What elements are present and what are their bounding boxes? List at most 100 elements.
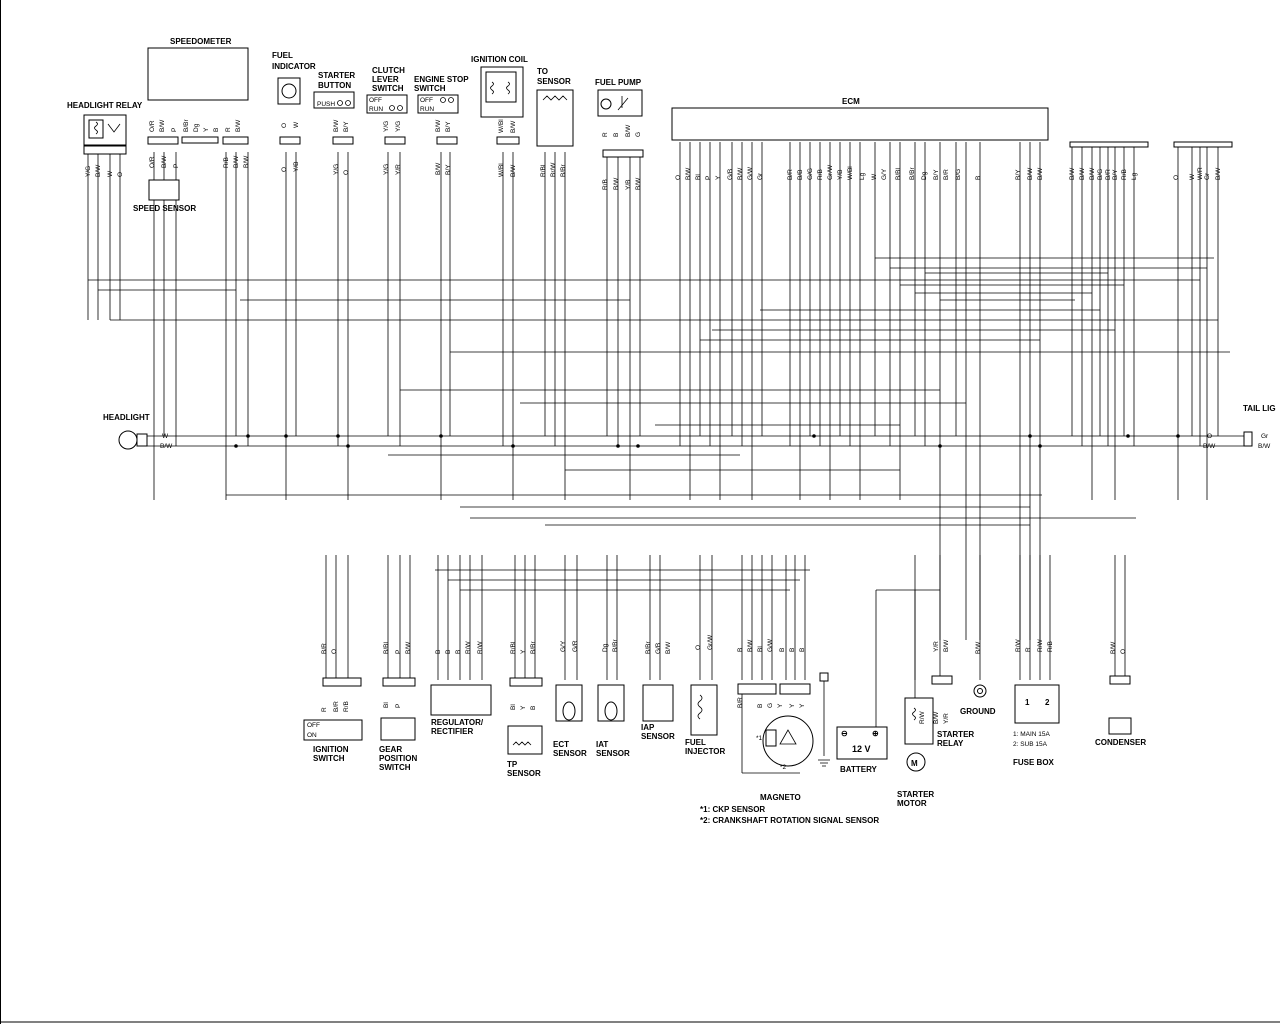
wire-code-label: O xyxy=(695,645,702,650)
wire-code-label: B/Br xyxy=(560,164,567,177)
wire-code-label: G/B xyxy=(727,169,734,180)
engine-stop-connector xyxy=(436,136,458,145)
to-sensor-box xyxy=(536,89,574,147)
wire-code-label: R/B xyxy=(817,169,824,180)
wire-code-label: W xyxy=(871,173,878,180)
starter-motor-icon xyxy=(906,752,926,772)
wire-code-label: B/Bl xyxy=(383,642,390,654)
speedometer-label: SPEEDOMETER xyxy=(170,37,232,46)
starter-motor-label-2: MOTOR xyxy=(897,799,927,808)
wire-code-label: B/W xyxy=(685,167,692,180)
wire-code-label: Gr xyxy=(1204,172,1211,180)
wire-code-label: Y xyxy=(789,703,796,708)
wire-code-label: Bl xyxy=(383,702,390,708)
fuel-pump-connector xyxy=(602,149,644,158)
to-sensor-label-1: TO xyxy=(537,67,548,76)
starter-button: STARTER BUTTON PUSH xyxy=(313,71,355,145)
engine-stop-contact-icon xyxy=(448,97,454,103)
wire-code-label: O xyxy=(675,175,682,180)
wire-code-label: B xyxy=(789,648,796,652)
wire-code-label: B/Y xyxy=(1015,169,1022,180)
fuel-indicator-label-2: INDICATOR xyxy=(272,62,316,71)
magneto-label: MAGNETO xyxy=(760,793,801,802)
starter-button-push: PUSH xyxy=(317,101,335,108)
wire-code-label: B xyxy=(613,133,620,137)
wire-code-label: P xyxy=(173,164,180,168)
wire-code-label: B/W xyxy=(625,124,632,137)
wire-code-label: B/Y xyxy=(445,164,452,175)
wire-code-label: B/W xyxy=(510,120,517,133)
wire-code-label: Y xyxy=(203,127,210,132)
magneto-mark-2: *2 xyxy=(780,764,787,771)
clutch-contact-icon xyxy=(389,105,395,111)
wire-junction xyxy=(1126,434,1130,438)
wire-code-label: Y xyxy=(520,705,527,710)
wire-code-label: W xyxy=(107,170,114,177)
to-sensor-resistor-icon xyxy=(542,95,568,101)
iat-sensor-label-2: SENSOR xyxy=(596,749,630,758)
ect-sensor-label-2: SENSOR xyxy=(553,749,587,758)
wire-code-label: G xyxy=(767,703,774,708)
ecm-connector-right2 xyxy=(1173,141,1233,148)
fuse-note-2: 2: SUB 15A xyxy=(1013,741,1048,748)
wire-code-label: O xyxy=(1173,175,1180,180)
wire-code-label: R/B xyxy=(223,157,230,168)
wire-code-label: B xyxy=(737,648,744,652)
starter-contact-icon xyxy=(337,100,343,106)
regulator-rectifier: REGULATOR/ RECTIFIER xyxy=(430,684,492,736)
starter-button-label-2: BUTTON xyxy=(318,81,351,90)
wire-code-label: O xyxy=(281,123,288,128)
ignition-coil-connector xyxy=(496,136,520,145)
wire-code-label: B xyxy=(975,176,982,180)
wire-code-label: B/W xyxy=(1089,167,1096,180)
wire-code-label: B/W xyxy=(243,155,250,168)
battery-voltage: 12 V xyxy=(852,744,871,754)
wire-code-label: R/Bl xyxy=(540,164,547,177)
wire-code-label: W xyxy=(162,433,169,440)
tp-sensor-label-2: SENSOR xyxy=(507,769,541,778)
starter-relay-box xyxy=(904,697,934,745)
coil-secondary-icon xyxy=(506,81,510,95)
iap-sensor-label-2: SENSOR xyxy=(641,732,675,741)
ground-terminal-inner-icon xyxy=(977,688,983,694)
wire-junction xyxy=(812,434,816,438)
clutch-label-1: CLUTCH xyxy=(372,66,405,75)
wire-code-label: O xyxy=(1207,433,1212,440)
relay-coil-icon xyxy=(88,119,104,139)
tp-sensor-connector xyxy=(509,677,543,687)
fuel-indicator-lamp-icon xyxy=(281,83,297,99)
wire-code-label: G xyxy=(635,132,642,137)
ect-sensor-label-1: ECT xyxy=(553,740,569,749)
tail-light-connector xyxy=(1243,431,1253,447)
wire-code-label: B/R xyxy=(333,701,340,712)
wire-code-label: B/R xyxy=(321,643,328,654)
fuse-note-1: 1: MAIN 15A xyxy=(1013,731,1051,738)
wire-code-label: R xyxy=(225,127,232,132)
regulator-label-1: REGULATOR/ xyxy=(431,718,484,727)
wire-code-label: Lg xyxy=(859,172,866,180)
wire-code-label: Y/R xyxy=(933,641,940,652)
wire-code-label: W/R xyxy=(1197,167,1204,180)
starter-relay-label-2: RELAY xyxy=(937,739,964,748)
wire-code-label: Bl xyxy=(757,646,764,652)
fuse-number-1: 1 xyxy=(1025,698,1030,707)
fuse-box: 1 2 1: MAIN 15A 2: SUB 15A FUSE BOX xyxy=(1013,684,1060,767)
wire-code-label: G/Y xyxy=(881,168,888,180)
fuel-injector-label-2: INJECTOR xyxy=(685,747,726,756)
tp-sensor-resistor-icon xyxy=(512,741,532,746)
starter-button-label-1: STARTER xyxy=(318,71,355,80)
coil-primary-icon xyxy=(490,81,494,95)
fuse-box-label: FUSE BOX xyxy=(1013,758,1055,767)
ecm-label: ECM xyxy=(842,97,860,106)
wire-code-label: Gr/W xyxy=(707,634,714,650)
wire-code-label: B/R xyxy=(737,697,744,708)
ground-label: GROUND xyxy=(960,707,996,716)
gear-position-label-3: SWITCH xyxy=(379,763,411,772)
ignition-switch-label-1: IGNITION xyxy=(313,745,349,754)
ignition-switch-on: ON xyxy=(307,732,317,739)
wire-code-label: Lg xyxy=(1131,172,1138,180)
regulator-label-2: RECTIFIER xyxy=(431,727,473,736)
wire-code-label: B/W xyxy=(333,119,340,132)
